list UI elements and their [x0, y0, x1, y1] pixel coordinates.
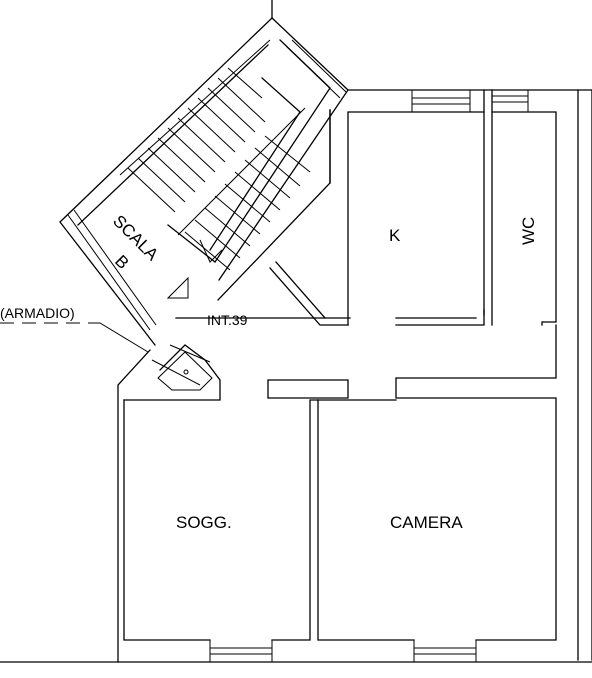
kitchen-label: K — [389, 226, 401, 245]
stair-label-letter: B — [111, 251, 132, 272]
exterior-walls — [0, 0, 592, 663]
stair-label: SCALA — [109, 211, 162, 264]
closet-leader — [0, 322, 149, 353]
living-room-label: SOGG. — [176, 513, 232, 532]
bedroom-label: CAMERA — [390, 513, 463, 532]
corridor-walls — [175, 317, 557, 641]
wc-label: WC — [519, 217, 538, 245]
wc-walls — [483, 89, 557, 326]
living-room-walls — [123, 344, 319, 662]
stair-treads — [67, 39, 347, 331]
unit-label: INT.39 — [207, 312, 248, 328]
kitchen-walls — [269, 90, 485, 326]
closet-label: (ARMADIO) — [0, 305, 75, 321]
bedroom-walls — [317, 399, 477, 662]
